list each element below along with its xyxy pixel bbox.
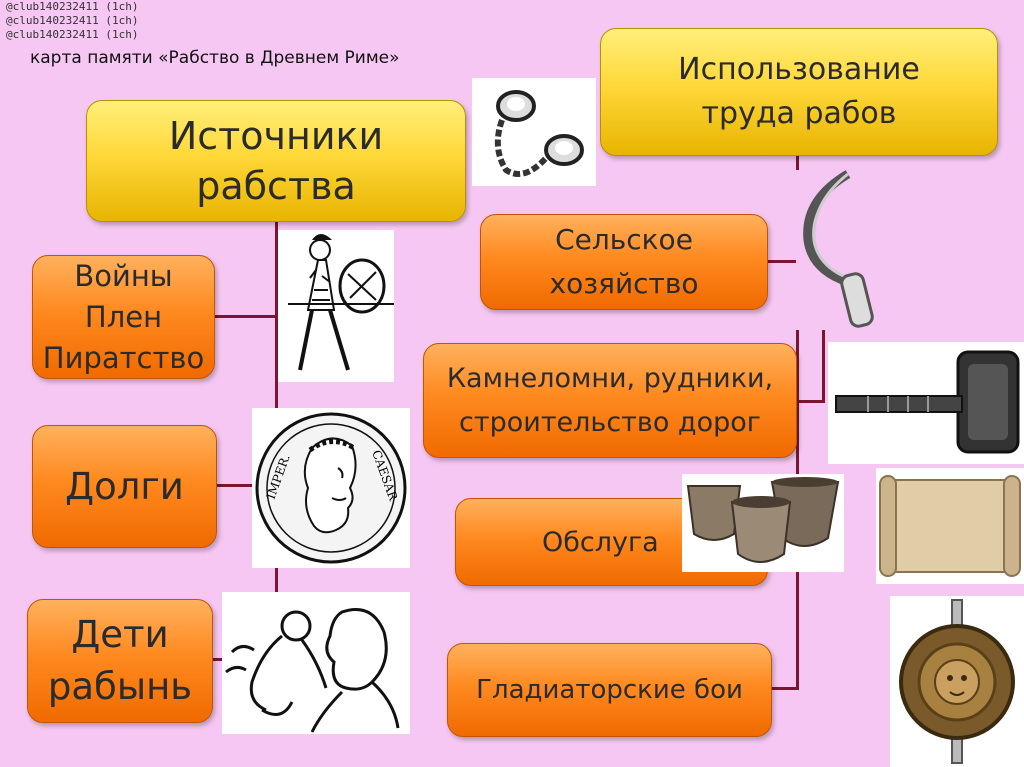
warrior-image [278, 230, 394, 382]
usage-item-gladiators: Гладиаторские бои [447, 643, 772, 737]
source-item-debts: Долги [32, 425, 217, 548]
page-title: карта памяти «Рабство в Древнем Риме» [30, 48, 400, 68]
usage-connector-trunk [796, 155, 799, 690]
watermark-line: @club140232411 (1ch) [6, 28, 139, 41]
watermark-line: @club140232411 (1ch) [6, 0, 139, 13]
sources-connector-branch [216, 484, 276, 487]
usage-header-box: Использование труда рабов [600, 28, 998, 156]
sources-header-label: Источники рабства [168, 114, 384, 208]
sources-header-box: Источники рабства [86, 100, 466, 222]
hammer-image [828, 342, 1024, 464]
caesar-coin-image: IMPER. CAESAR [252, 408, 410, 568]
source-item-label: Войны Плен Пиратство [42, 258, 205, 375]
source-item-label: Дети рабынь [47, 613, 193, 708]
usage-connector-branch [768, 687, 798, 690]
usage-connector-branch [796, 400, 822, 403]
scroll-image [876, 468, 1024, 584]
usage-connector-branch [768, 260, 798, 263]
watermark-line: @club140232411 (1ch) [6, 14, 139, 27]
sources-connector-branch [214, 315, 276, 318]
usage-item-label: Камнеломни, рудники, строительство дорог [446, 362, 774, 438]
source-item-label: Долги [65, 465, 184, 508]
gladiator-shield-image [890, 596, 1024, 767]
pottery-image [682, 474, 844, 572]
usage-item-label: Обслуга [542, 526, 659, 558]
sickle-image [796, 170, 888, 330]
usage-item-label: Гладиаторские бои [476, 675, 743, 705]
source-item-wars: Войны Плен Пиратство [32, 255, 215, 379]
usage-item-agriculture: Сельское хозяйство [480, 214, 768, 310]
shackles-image [472, 78, 596, 186]
usage-item-quarries: Камнеломни, рудники, строительство дорог [423, 343, 797, 458]
mother-child-image [222, 592, 410, 734]
source-item-children: Дети рабынь [27, 599, 213, 723]
usage-item-label: Сельское хозяйство [549, 223, 699, 300]
usage-header-label: Использование труда рабов [678, 52, 920, 131]
